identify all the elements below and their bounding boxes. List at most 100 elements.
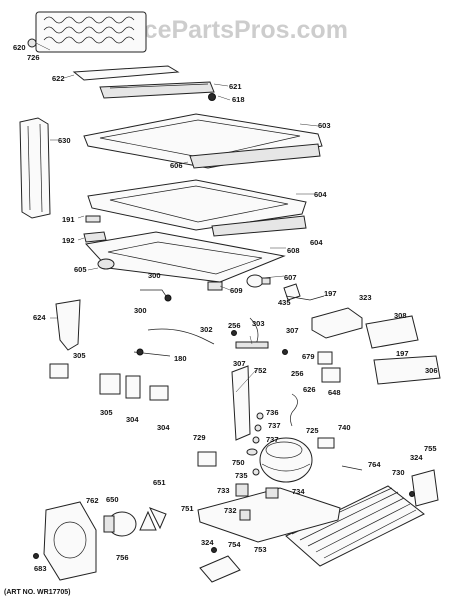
label-180: 180 [174, 354, 187, 363]
label-606: 606 [170, 161, 183, 170]
label-626: 626 [303, 385, 316, 394]
label-732: 732 [224, 506, 237, 515]
part-621-heater [109, 83, 216, 101]
part-622-trough [72, 65, 215, 99]
label-605: 605 [74, 265, 87, 274]
part-679-relay [317, 351, 333, 365]
label-648: 648 [328, 388, 341, 397]
part-751-base-plate [197, 487, 341, 543]
label-650: 650 [106, 495, 119, 504]
label-734: 734 [292, 487, 305, 496]
part-755-bracket [411, 469, 439, 507]
label-323: 323 [359, 293, 372, 302]
part-324-screw-b [211, 547, 217, 553]
label-737-b: 737 [266, 435, 279, 444]
part-609-switch [207, 281, 223, 291]
part-750-sleeve [246, 448, 258, 456]
part-735-clip [252, 468, 260, 476]
art-number: (ART NO. WR17705) [4, 589, 71, 596]
part-180-wire [133, 348, 171, 357]
label-305-a: 305 [73, 351, 86, 360]
label-762: 762 [86, 496, 99, 505]
part-733-grommet [235, 483, 249, 497]
part-607-bulb [246, 274, 271, 288]
label-735: 735 [235, 471, 248, 480]
part-764-tube [341, 465, 363, 471]
label-607: 607 [284, 273, 297, 282]
part-762-shroud [43, 501, 97, 581]
part-304-clip-b [149, 385, 169, 401]
part-305-clip-b [99, 373, 121, 395]
part-725-compressor [259, 437, 313, 483]
part-650-fan-motor [103, 511, 137, 537]
label-303: 303 [252, 319, 265, 328]
label-752: 752 [254, 366, 267, 375]
part-734-clip [265, 487, 279, 499]
part-606-strip [189, 143, 321, 169]
part-256-fastener [231, 330, 288, 355]
label-256-b: 256 [291, 369, 304, 378]
part-303-tube [235, 317, 269, 349]
label-737-a: 737 [268, 421, 281, 430]
leader-lines [35, 42, 319, 393]
label-679: 679 [302, 352, 315, 361]
label-609: 609 [230, 286, 243, 295]
part-630-duct [19, 117, 51, 219]
label-624: 624 [33, 313, 46, 322]
label-302: 302 [200, 325, 213, 334]
label-604-a: 604 [314, 190, 327, 199]
part-608-base-pan [85, 231, 286, 283]
label-256-a: 256 [228, 321, 241, 330]
part-752-bracket [231, 365, 251, 441]
label-324-a: 324 [410, 453, 423, 462]
label-304-a: 304 [126, 415, 139, 424]
label-324-b: 324 [201, 538, 214, 547]
part-306-channel [373, 355, 441, 385]
label-733: 733 [217, 486, 230, 495]
part-736-grommet [256, 412, 264, 420]
label-307-b: 307 [233, 359, 246, 368]
label-191: 191 [62, 215, 75, 224]
part-620-clip [27, 38, 37, 48]
label-726: 726 [27, 53, 40, 62]
label-736: 736 [266, 408, 279, 417]
part-305-clip-a [49, 363, 69, 379]
label-751: 751 [181, 504, 194, 513]
part-737-grommet [252, 424, 262, 444]
label-740: 740 [338, 423, 351, 432]
label-308: 308 [394, 311, 407, 320]
label-754: 754 [228, 540, 241, 549]
part-197-wire [285, 295, 325, 301]
label-755: 755 [424, 444, 437, 453]
part-651-fan-blade [139, 507, 167, 531]
label-618: 618 [232, 95, 245, 104]
part-191-bracket [85, 215, 101, 223]
label-604-b: 604 [310, 238, 323, 247]
label-729: 729 [193, 433, 206, 442]
label-603: 603 [318, 121, 331, 130]
label-306: 306 [425, 366, 438, 375]
label-750: 750 [232, 458, 245, 467]
part-732-clip [239, 509, 251, 521]
label-651: 651 [153, 478, 166, 487]
label-307-a: 307 [286, 326, 299, 335]
part-754-drain-pan [199, 555, 241, 583]
part-626-clamp [290, 393, 298, 427]
label-630: 630 [58, 136, 71, 145]
label-197-b: 197 [396, 349, 409, 358]
part-683-screw [33, 553, 39, 559]
label-621: 621 [229, 82, 242, 91]
label-753: 753 [254, 545, 267, 554]
label-725: 725 [306, 426, 319, 435]
label-300-a: 300 [148, 271, 161, 280]
part-308-cover [365, 315, 419, 349]
label-300-b: 300 [134, 306, 147, 315]
part-302-capillary [147, 328, 215, 345]
label-622: 622 [52, 74, 65, 83]
part-labels: 620 726 622 621 618 630 603 606 604 191 … [13, 43, 438, 573]
label-304-b: 304 [157, 423, 170, 432]
part-624-bracket [55, 299, 81, 351]
part-304-clip-a [125, 375, 141, 399]
part-605-grommet [97, 258, 115, 270]
